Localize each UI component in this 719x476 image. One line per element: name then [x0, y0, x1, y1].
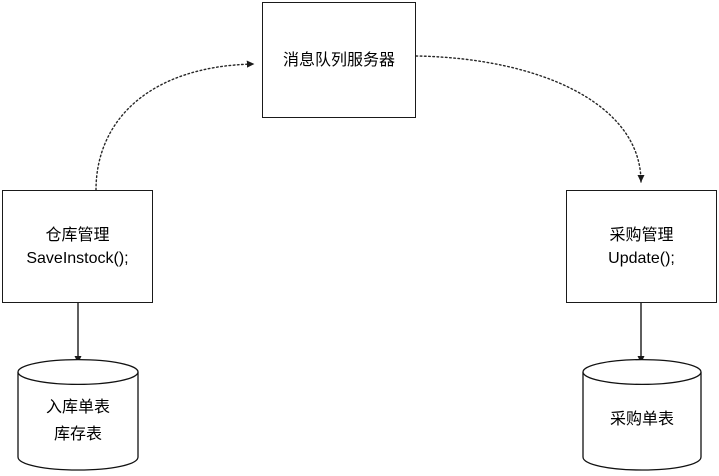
cylinder-shape-instock: [17, 358, 139, 471]
node-method-warehouse-management: SaveInstock();: [26, 249, 129, 267]
node-label-warehouse-management: 仓库管理: [45, 226, 110, 244]
edge-warehouse-to-mq: [95, 60, 255, 191]
node-label-message-queue-server: 消息队列服务器: [282, 51, 395, 69]
edge-mq-to-purchase: [415, 55, 645, 183]
node-method-purchase-management: Update();: [608, 249, 675, 267]
cylinder-shape-purchase-order: [582, 358, 702, 471]
node-purchase-order-database[interactable]: 采购单表: [582, 358, 702, 471]
node-message-queue-server[interactable]: 消息队列服务器: [262, 2, 416, 118]
node-instock-database[interactable]: 入库单表 库存表: [17, 358, 139, 471]
node-warehouse-management[interactable]: 仓库管理 SaveInstock();: [2, 190, 153, 303]
node-label-purchase-management: 采购管理: [609, 226, 674, 244]
node-purchase-management[interactable]: 采购管理 Update();: [566, 190, 717, 303]
